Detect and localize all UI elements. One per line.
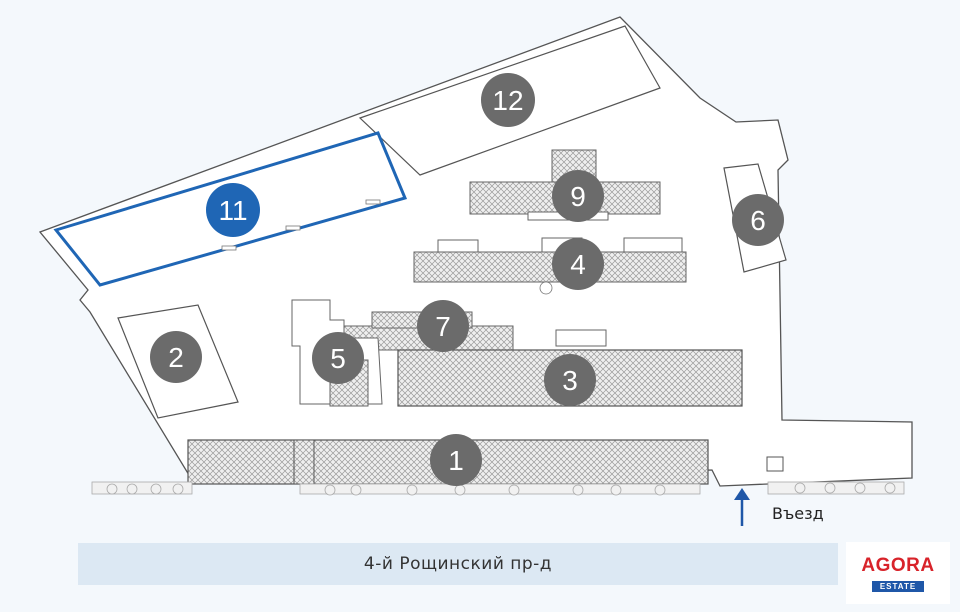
marker-label-12: 12 xyxy=(492,85,523,116)
marker-label-4: 4 xyxy=(570,249,586,280)
marker-label-7: 7 xyxy=(435,311,451,342)
marker-4[interactable]: 4 xyxy=(552,238,604,290)
marker-2[interactable]: 2 xyxy=(150,331,202,383)
entry-label: Въезд xyxy=(772,504,824,523)
entry-arrow-icon xyxy=(734,488,750,526)
logo-main-text: AGORA xyxy=(861,555,935,576)
marker-label-5: 5 xyxy=(330,343,346,374)
marker-12[interactable]: 12 xyxy=(481,73,535,127)
sidewalk-trees xyxy=(91,481,905,496)
logo-sub-text: ESTATE xyxy=(871,581,925,592)
marker-label-2: 2 xyxy=(168,342,184,373)
building-4[interactable] xyxy=(413,237,687,295)
small-structure xyxy=(555,329,607,347)
agora-logo: AGORA ESTATE xyxy=(846,542,950,604)
marker-5[interactable]: 5 xyxy=(312,332,364,384)
marker-label-6: 6 xyxy=(750,205,766,236)
marker-6[interactable]: 6 xyxy=(732,194,784,246)
marker-label-11: 11 xyxy=(218,195,247,226)
marker-3[interactable]: 3 xyxy=(544,354,596,406)
booth xyxy=(766,456,784,472)
marker-1[interactable]: 1 xyxy=(430,434,482,486)
marker-7[interactable]: 7 xyxy=(417,300,469,352)
marker-label-1: 1 xyxy=(448,445,464,476)
marker-9[interactable]: 9 xyxy=(552,170,604,222)
marker-label-9: 9 xyxy=(570,181,586,212)
street-label: 4-й Рощинский пр-д xyxy=(78,543,838,585)
marker-11[interactable]: 11 xyxy=(206,183,260,237)
marker-label-3: 3 xyxy=(562,365,578,396)
